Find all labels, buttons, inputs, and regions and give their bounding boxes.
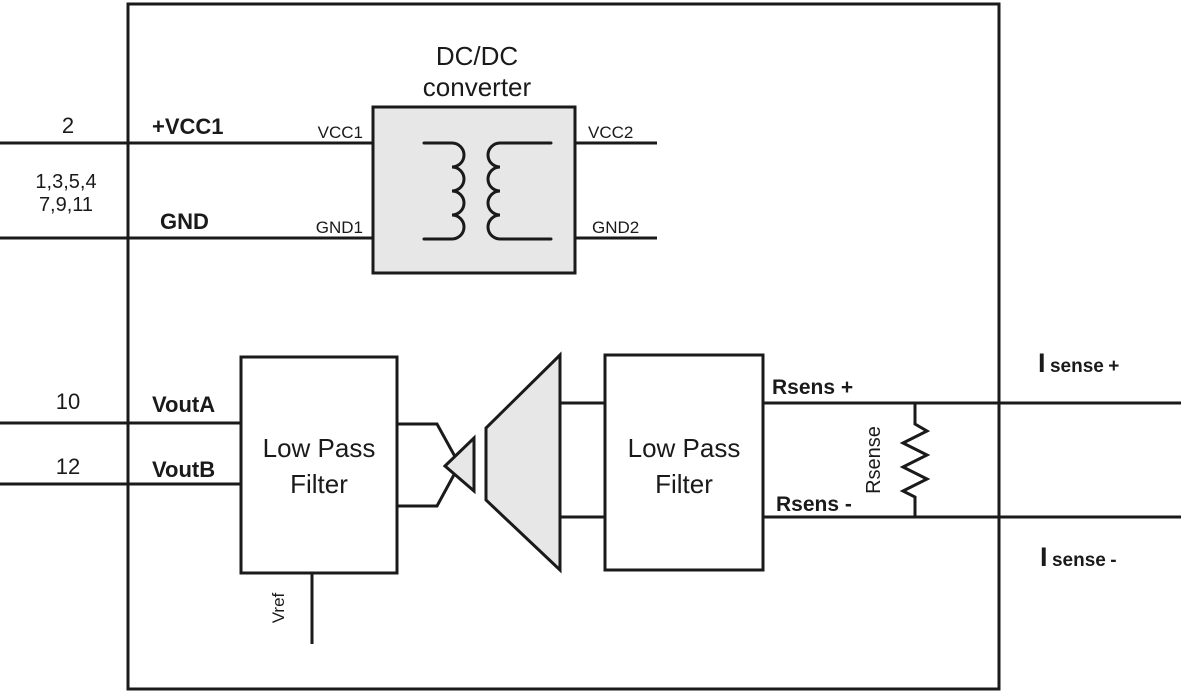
amp-large-triangle	[484, 351, 562, 574]
signal-section: Low Pass Filter Vref Low Pass Filter 10 …	[0, 351, 765, 644]
vcc1-signal-label: +VCC1	[152, 114, 224, 139]
gnd-pin-numbers-row1: 1,3,5,4	[35, 171, 96, 193]
isolation-amplifier-icon	[397, 351, 605, 574]
pin-number-vcc: 2	[62, 113, 74, 138]
dcdc-port-gnd1: GND1	[316, 218, 363, 237]
voutb-signal-label: VoutB	[152, 457, 215, 482]
sense-section: Rsens + Rsens - Rsense I sense + I sense…	[763, 348, 1181, 572]
transformer-secondary-coil	[486, 141, 553, 241]
low-pass-filter-right-box	[603, 353, 765, 572]
rsens-plus-label: Rsens +	[772, 376, 853, 399]
dcdc-title-line2: converter	[423, 72, 532, 102]
isense-plus-label: I sense +	[1038, 348, 1119, 378]
isense-minus-main: I	[1040, 542, 1048, 572]
isense-minus-label: I sense -	[1040, 542, 1117, 572]
isense-minus-sign: -	[1110, 550, 1116, 571]
dcdc-title-line1: DC/DC	[436, 41, 518, 71]
rsense-resistor-label: Rsense	[863, 426, 885, 494]
isense-plus-main: I	[1038, 348, 1046, 378]
power-section: DC/DC converter 2 +VCC1 1,3,5,4 7,9,11 G…	[0, 41, 657, 275]
gnd-pin-numbers-row2: 7,9,11	[39, 194, 93, 216]
low-pass-filter-left-box	[239, 355, 399, 575]
isense-plus-sub: sense	[1050, 356, 1104, 377]
rsense-resistor-icon	[899, 403, 931, 517]
isense-minus-sub: sense	[1052, 550, 1106, 571]
dcdc-converter-box	[371, 105, 577, 275]
lpf-right-label-line2: Filter	[655, 469, 713, 499]
device-boundary-box	[126, 2, 1001, 691]
transformer-icon	[422, 141, 553, 241]
lpf-left-label-line1: Low Pass	[263, 433, 376, 463]
lpf-right-label-line1: Low Pass	[628, 433, 741, 463]
vouta-signal-label: VoutA	[152, 392, 215, 417]
rsens-minus-label: Rsens -	[776, 493, 852, 516]
dcdc-port-gnd2: GND2	[592, 218, 639, 237]
pin-number-vouta: 10	[56, 389, 80, 414]
amp-small-triangle	[442, 434, 476, 495]
lpf-left-label-line2: Filter	[290, 469, 348, 499]
transformer-primary-coil	[422, 141, 466, 241]
isense-plus-sign: +	[1108, 356, 1119, 377]
pin-number-voutb: 12	[56, 454, 80, 479]
dcdc-port-vcc1: VCC1	[318, 123, 363, 142]
vref-label: Vref	[269, 592, 288, 623]
gnd-signal-label: GND	[160, 209, 209, 234]
dcdc-port-vcc2: VCC2	[588, 123, 633, 142]
